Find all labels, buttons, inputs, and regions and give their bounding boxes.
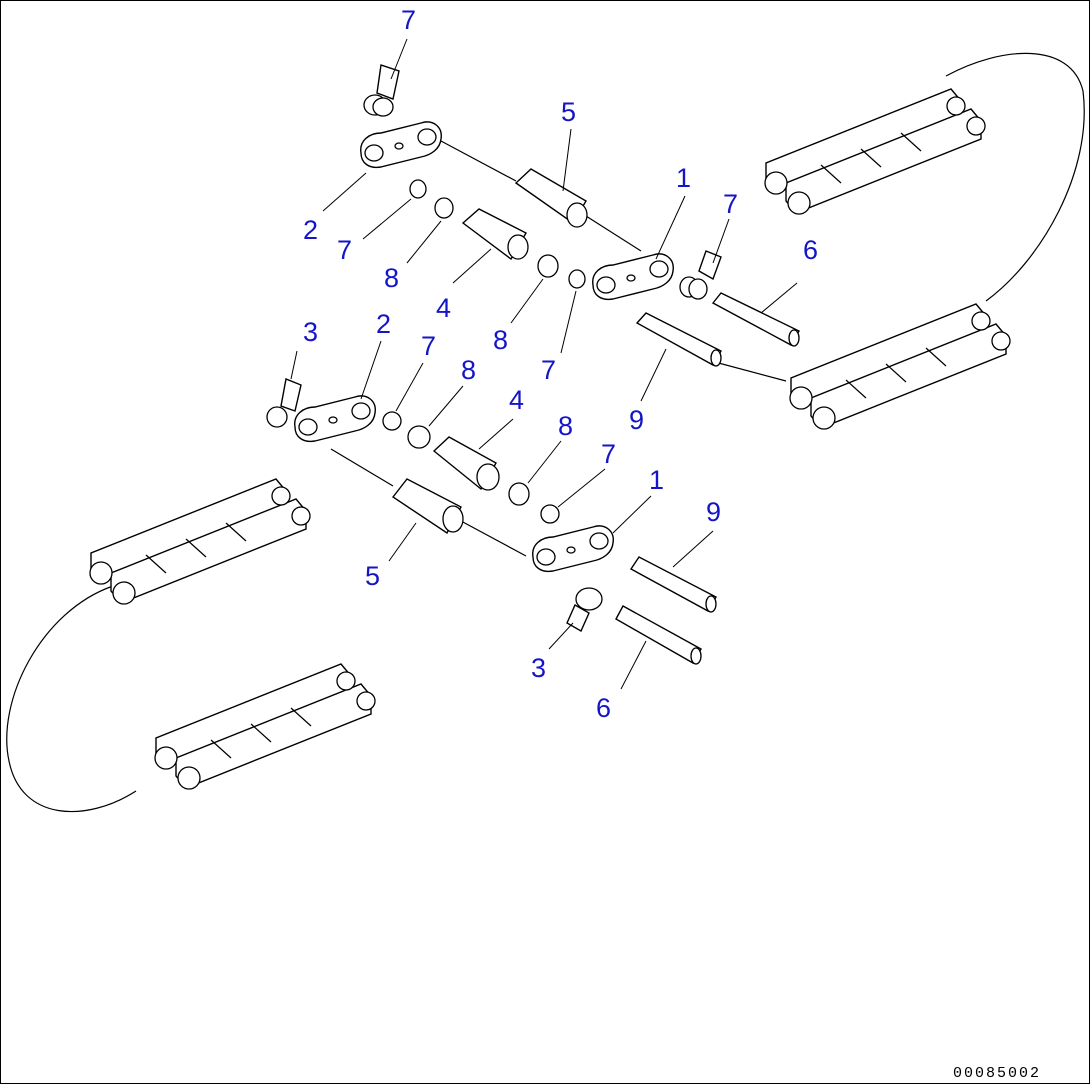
pin-part-9-lower [629,556,717,613]
seal-part-3-right [566,587,603,632]
callout-8: 8 [493,325,508,355]
bushing-part-4-lower [432,436,500,491]
spacer-part-8-lower-left [407,425,431,449]
track-chain-middle-left [89,478,311,605]
callout-7: 7 [541,355,556,385]
track-chain-middle-right [789,303,1011,430]
callout-labels: 7 5 1 7 2 7 8 4 8 7 6 3 2 7 8 4 9 8 7 1 … [303,5,818,723]
ring-part-7-upper-left [409,179,427,199]
bushing-part-5-lower [391,478,464,535]
callout-7: 7 [401,5,416,35]
ring-part-7-upper-right [568,269,586,289]
callout-4: 4 [509,385,524,415]
callout-2: 2 [376,309,391,339]
callout-5: 5 [365,561,380,591]
pin-part-6-lower [615,605,702,665]
callout-8: 8 [461,355,476,385]
callout-9: 9 [629,405,644,435]
seal-part-7-right [679,250,722,300]
callout-8: 8 [384,263,399,293]
callout-2: 2 [303,215,318,245]
callout-6: 6 [803,235,818,265]
callout-3: 3 [303,317,318,347]
ring-part-7-lower-right [540,504,560,524]
master-link-part-1-lower [532,525,614,573]
callout-7: 7 [337,235,352,265]
master-link-part-1-upper [592,253,674,301]
leader-lines [290,38,798,690]
pin-part-6-upper [711,292,800,347]
callout-7: 7 [421,331,436,361]
master-link-part-2-lower [294,395,376,443]
seal-part-3-left [266,378,302,428]
bushing-part-5-upper [514,168,588,228]
ring-part-7-lower-left [382,411,402,431]
callout-7: 7 [723,189,738,219]
track-chain-lower-left [154,663,376,790]
pin-part-9-upper [635,312,722,367]
callout-1: 1 [676,163,691,193]
callout-8: 8 [558,411,573,441]
bushing-part-4-upper [461,208,529,261]
callout-9: 9 [706,497,721,527]
callout-5: 5 [561,97,576,127]
spacer-part-8-upper-right [537,254,559,278]
callout-7: 7 [601,439,616,469]
master-link-part-2-upper [360,121,442,169]
track-chain-upper-right [764,88,986,215]
spacer-part-8-upper-left [434,197,454,219]
callout-4: 4 [436,293,451,323]
callout-3: 3 [531,653,546,683]
drawing-code: 00085002 [953,1065,1041,1082]
callout-6: 6 [596,693,611,723]
chain-loop-curve-left [6,585,137,813]
chain-loop-curve-right [945,52,1085,302]
spacer-part-8-lower-right [508,482,530,506]
callout-1: 1 [649,465,664,495]
